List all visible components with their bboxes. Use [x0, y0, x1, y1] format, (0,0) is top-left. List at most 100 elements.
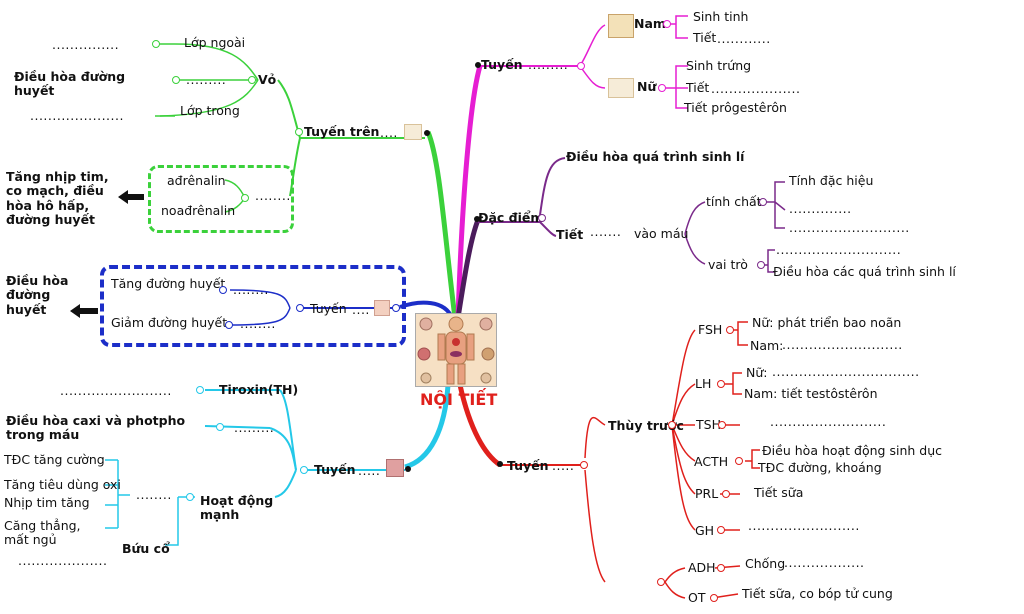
- blank-dots: ....................: [18, 553, 108, 568]
- collapse-knob[interactable]: [657, 578, 665, 586]
- node-tdc-tang-cuong: TĐC tăng cường: [4, 452, 105, 467]
- female-gland-icon: [608, 78, 634, 98]
- adrenal-gland-icon: [404, 124, 422, 140]
- collapse-knob[interactable]: [717, 564, 725, 572]
- collapse-knob[interactable]: [216, 423, 224, 431]
- pancreas-icon: [374, 300, 390, 316]
- collapse-knob[interactable]: [658, 84, 666, 92]
- node-ot-v: Tiết sữa, co bóp tử cung: [742, 586, 893, 601]
- node-lh-nu: Nữ:: [746, 365, 768, 380]
- collapse-knob[interactable]: [172, 76, 180, 84]
- node-sinh-tinh: Sinh tinh: [693, 9, 749, 24]
- blank-dots: .........: [234, 420, 275, 435]
- node-dieu-hoa-cac-qua-trinh: Điều hòa các quá trình sinh lí: [773, 264, 956, 279]
- node-thuy-truoc: Thùy trước: [608, 418, 684, 433]
- node-tuyen-sinh-duc: Tuyến: [481, 57, 523, 72]
- collapse-knob[interactable]: [577, 62, 585, 70]
- collapse-knob[interactable]: [538, 214, 546, 222]
- node-acth-1: Điều hòa hoạt động sinh dục: [762, 443, 942, 458]
- node-fsh: FSH: [698, 322, 723, 337]
- node-tiet-progesteron: Tiết prôgestêrôn: [684, 100, 787, 115]
- collapse-knob[interactable]: [186, 493, 194, 501]
- collapse-knob[interactable]: [668, 421, 676, 429]
- collapse-knob[interactable]: [717, 526, 725, 534]
- collapse-knob[interactable]: [759, 198, 767, 206]
- endocrine-body-image: [415, 313, 497, 387]
- node-dieu-hoa-duong-huyet: Điều hòa đường huyết: [14, 69, 126, 99]
- node-giam-duong-huyet: Giảm đường huyết: [111, 315, 228, 330]
- node-dac-diem: Đặc điểm: [478, 210, 544, 225]
- blank-dots: ....................: [711, 81, 801, 96]
- node-tang-tieu-dung: Tăng tiêu dùng oxi: [4, 477, 121, 492]
- node-acth: ACTH: [694, 454, 729, 469]
- collapse-knob[interactable]: [219, 286, 227, 294]
- blank-dots: ............................: [776, 242, 902, 257]
- collapse-knob[interactable]: [718, 421, 726, 429]
- node-nam: Nam: [634, 16, 666, 31]
- blank-dots: ............: [717, 31, 771, 46]
- blank-dots: ....: [352, 302, 370, 317]
- node-tinh-dac-hieu: Tính đặc hiệu: [789, 173, 874, 188]
- collapse-knob[interactable]: [248, 76, 256, 84]
- collapse-knob[interactable]: [722, 490, 730, 498]
- node-dieu-hoa-caxi: Điều hòa caxi và photpho trong máu: [6, 413, 186, 443]
- collapse-knob[interactable]: [735, 457, 743, 465]
- node-vai-tro: vai trò: [708, 257, 748, 272]
- blank-dots: ....: [380, 125, 398, 140]
- node-tsh: TSH: [696, 417, 721, 432]
- blank-dots: ........: [233, 282, 269, 297]
- blank-dots: .........................: [60, 383, 172, 398]
- node-vo: Vỏ: [258, 72, 277, 87]
- node-lh: LH: [695, 376, 712, 391]
- collapse-knob[interactable]: [663, 20, 671, 28]
- node-adrenalin: ađrênalin: [167, 173, 226, 188]
- node-tiet-nam: Tiết: [693, 30, 717, 45]
- human-body-icon: [417, 316, 495, 385]
- collapse-knob[interactable]: [300, 466, 308, 474]
- collapse-knob[interactable]: [726, 326, 734, 334]
- node-nhip-tim-tang: Nhịp tim tăng: [4, 495, 90, 510]
- collapse-knob[interactable]: [757, 261, 765, 269]
- node-lop-trong: Lớp trong: [180, 103, 240, 118]
- blank-dots: .........: [186, 72, 227, 87]
- node-buou-co: Bứu cổ: [122, 541, 170, 556]
- node-tuyen-giap: Tuyến: [314, 462, 356, 477]
- collapse-knob[interactable]: [580, 461, 588, 469]
- collapse-knob[interactable]: [152, 40, 160, 48]
- node-tiet-nu: Tiết: [686, 80, 710, 95]
- blank-dots: .........................: [748, 518, 860, 533]
- node-sinh-trung: Sinh trứng: [686, 58, 752, 73]
- node-dot: [474, 216, 480, 222]
- collapse-knob[interactable]: [717, 380, 725, 388]
- blank-dots: .......: [590, 224, 622, 239]
- node-dot: [475, 62, 481, 68]
- node-nu: Nữ: [637, 79, 657, 94]
- collapse-knob[interactable]: [295, 128, 303, 136]
- blank-dots: ...............: [52, 37, 120, 52]
- collapse-knob[interactable]: [296, 304, 304, 312]
- node-dot: [497, 461, 503, 467]
- arrow-left-icon: [70, 304, 98, 318]
- node-fsh-nam: Nam:: [750, 338, 784, 353]
- collapse-knob[interactable]: [392, 304, 400, 312]
- node-prl: PRL: [695, 486, 719, 501]
- node-gh: GH: [695, 523, 715, 538]
- adrenal-medulla-box: [148, 165, 294, 233]
- collapse-knob[interactable]: [196, 386, 204, 394]
- node-lop-ngoai: Lớp ngoài: [184, 35, 246, 50]
- node-tuyen-tuy: Tuyến: [310, 301, 347, 316]
- collapse-knob[interactable]: [710, 594, 718, 602]
- collapse-knob[interactable]: [225, 321, 233, 329]
- node-dot: [405, 466, 411, 472]
- node-prl-v: Tiết sữa: [754, 485, 804, 500]
- collapse-knob[interactable]: [241, 194, 249, 202]
- node-adh-v: Chống: [745, 556, 786, 571]
- blank-dots: ........: [255, 188, 291, 203]
- node-vao-mau: vào máu: [634, 226, 689, 241]
- node-dieu-hoa-duong-huyet-2: Điều hòa đường huyết: [6, 273, 69, 317]
- blank-dots: .....: [552, 458, 575, 473]
- node-noadrenalin: noađrênalin: [161, 203, 236, 218]
- node-cang-thang: Căng thẳng, mất ngủ: [4, 518, 81, 548]
- node-tinh-chat: tính chất: [706, 194, 762, 209]
